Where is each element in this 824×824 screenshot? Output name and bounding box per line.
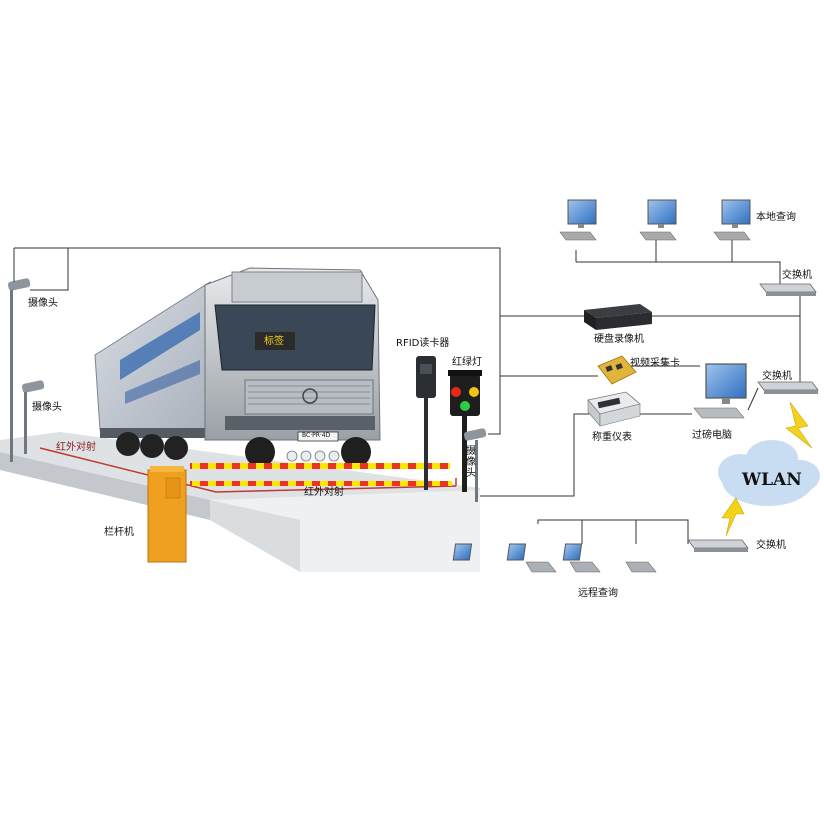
- weighing-pc-icon: [693, 363, 747, 419]
- lightning-top-icon: [785, 401, 813, 449]
- barrier-label: 栏杆机: [104, 527, 134, 538]
- barrier-gate: [147, 466, 187, 563]
- truck: [94, 267, 381, 467]
- infrared-beam-left: [39, 447, 217, 493]
- camera-mid-left-label: 摄像头: [32, 402, 62, 413]
- capture-card-icon: [597, 355, 637, 385]
- weighing-indicator-label: 称重仪表: [592, 432, 632, 443]
- switch-top-icon: [759, 283, 817, 296]
- camera-right-label: 摄像头: [466, 446, 476, 479]
- remote-query-laptop-1-icon: [452, 543, 557, 573]
- dvr-label: 硬盘录像机: [594, 334, 644, 345]
- switch-mid-label: 交换机: [762, 371, 792, 382]
- switch-bottom-label: 交换机: [756, 540, 786, 551]
- camera-right-icon: [463, 428, 487, 502]
- dvr-icon: [584, 304, 652, 330]
- remote-query-label: 远程查询: [578, 588, 618, 599]
- warning-stripe-top: [190, 463, 450, 469]
- camera-top-left-label: 摄像头: [28, 298, 58, 309]
- switch-top-label: 交换机: [782, 270, 812, 281]
- local-query-pc-3-icon: [713, 199, 751, 241]
- infrared-beam-bottom: [215, 485, 457, 493]
- rfid-reader-label: RFID读卡器: [396, 338, 450, 349]
- traffic-light: [448, 370, 482, 492]
- local-query-pc-2-icon: [639, 199, 677, 241]
- traffic-light-label: 红绿灯: [452, 357, 482, 368]
- lightning-bottom-icon: [721, 497, 745, 537]
- mercedes-star-icon: [302, 388, 318, 404]
- capture-card-label: 视频采集卡: [630, 358, 680, 369]
- infrared-bottom-label: 红外对射: [304, 487, 344, 498]
- local-query-label: 本地查询: [756, 212, 796, 223]
- truck-sign-panel: [255, 332, 295, 350]
- warning-stripe-bottom: [190, 481, 452, 486]
- switch-mid-icon: [757, 381, 819, 394]
- weighing-pc-label: 过磅电脑: [692, 430, 732, 441]
- rfid-reader: [416, 356, 436, 490]
- camera-mid-left-icon: [21, 380, 45, 454]
- remote-query-laptop-2-icon: [506, 543, 601, 573]
- local-query-pc-1-icon: [559, 199, 597, 241]
- wlan-label: WLAN: [742, 470, 802, 490]
- remote-query-laptop-3-icon: [562, 543, 657, 573]
- infrared-left-label: 红外对射: [56, 442, 96, 453]
- license-plate-label: BC·PR·4D: [302, 432, 331, 439]
- switch-bottom-icon: [687, 539, 749, 552]
- truck-sign-label: 标签: [264, 336, 284, 347]
- wlan-cloud-icon: [718, 440, 820, 506]
- license-plate: [297, 431, 339, 442]
- weighing-indicator-icon: [587, 391, 641, 427]
